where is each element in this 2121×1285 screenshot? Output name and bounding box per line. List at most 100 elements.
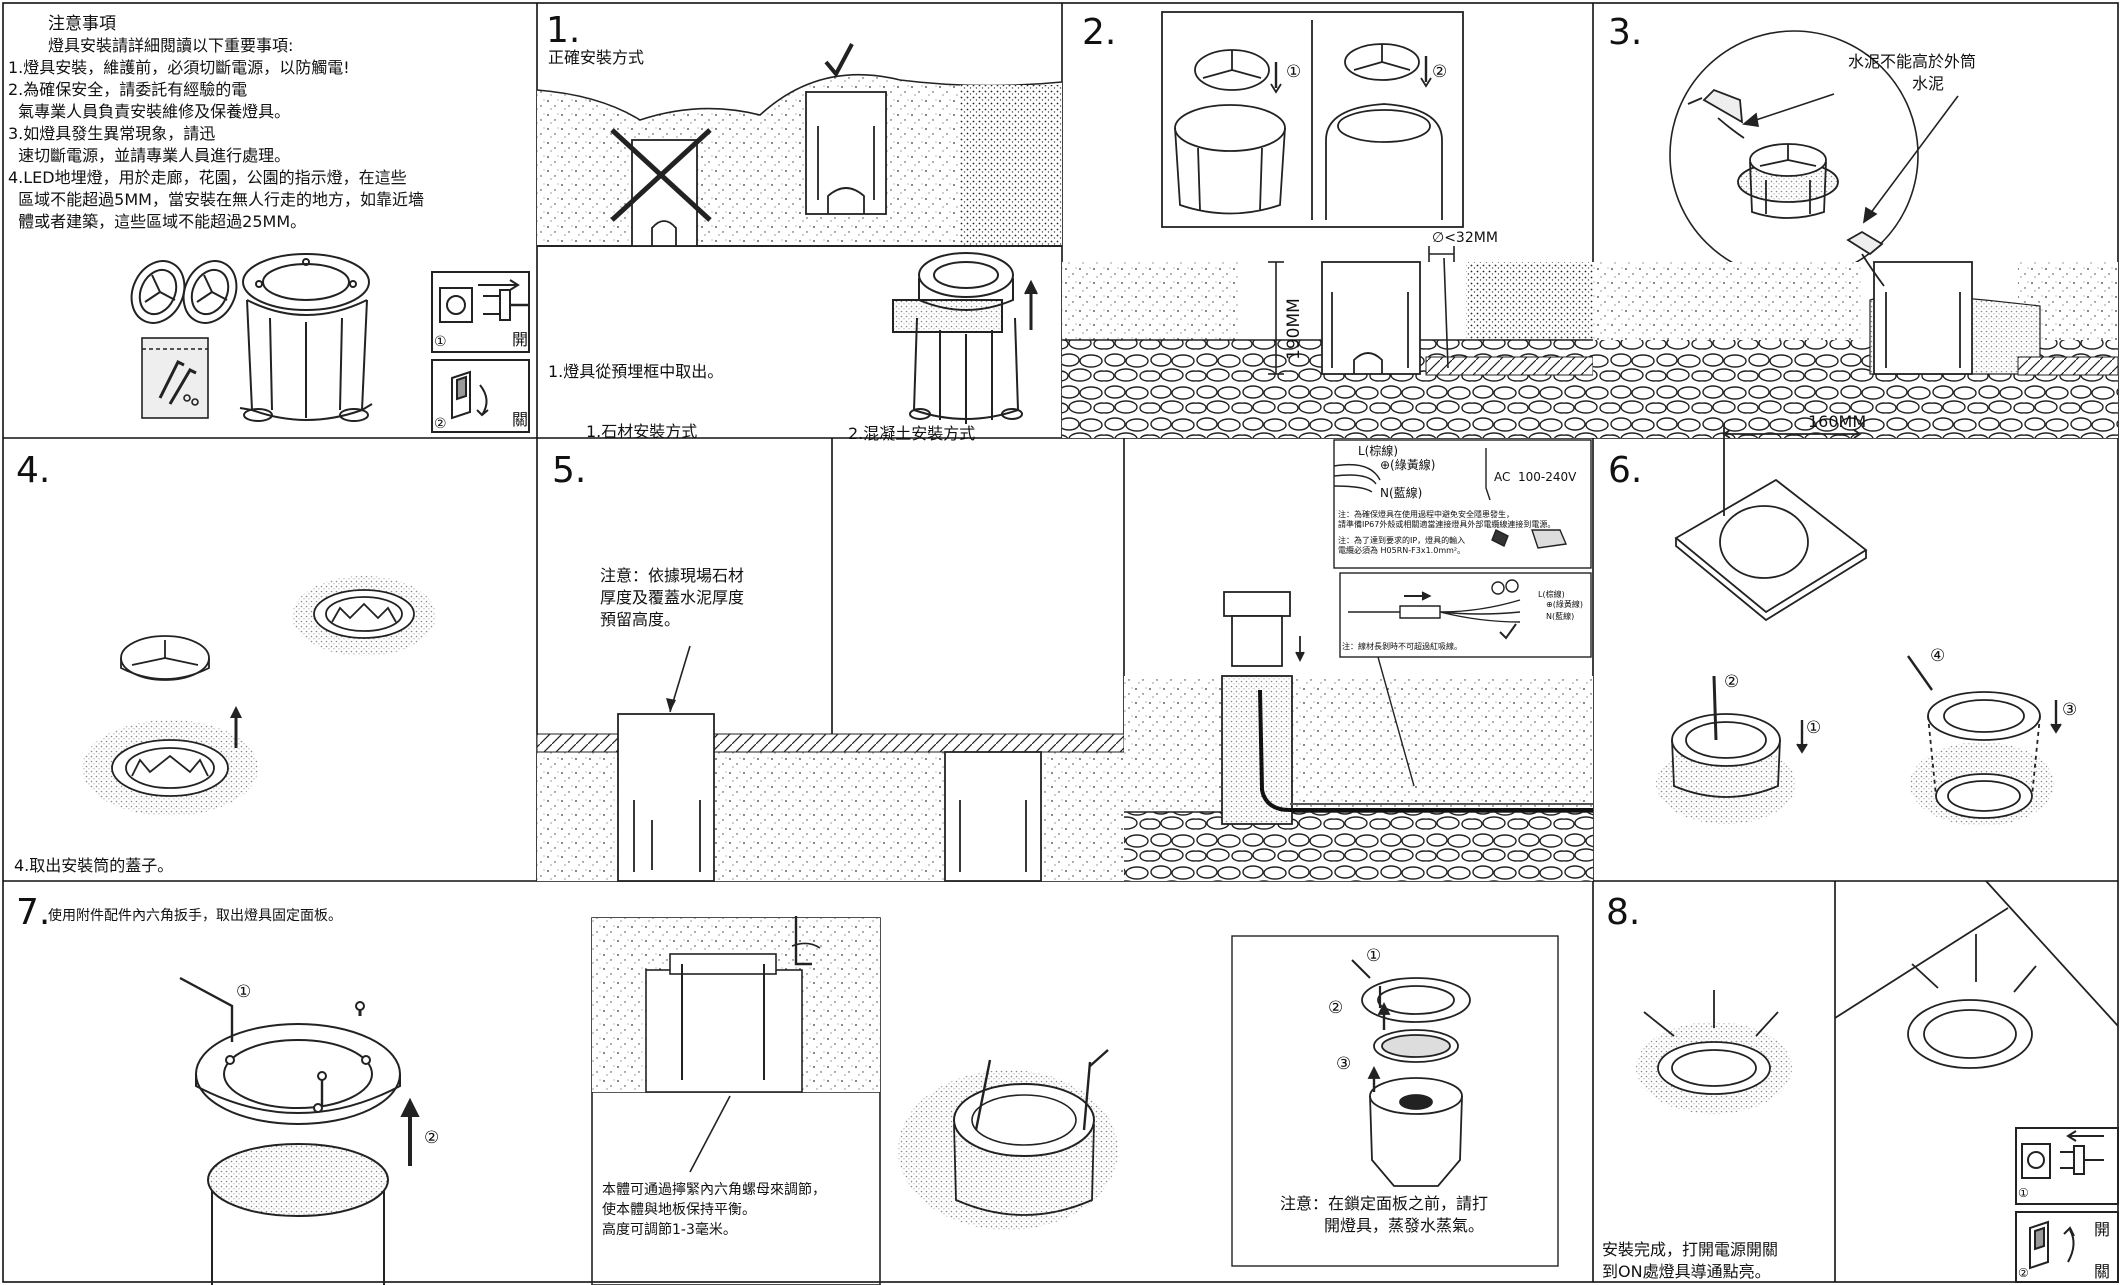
wire-small-PE: ⊕(綠黃線) bbox=[1546, 600, 1583, 609]
wire-note1-a: 注：為確保燈具在使用過程中避免安全隱患發生， bbox=[1338, 510, 1514, 519]
step7-circle-2: ② bbox=[424, 1128, 440, 1148]
step4-panel bbox=[82, 576, 436, 816]
step7-panel bbox=[179, 916, 1559, 1285]
adjust-inset bbox=[591, 916, 1118, 1285]
notes-circle-2: ② bbox=[434, 416, 447, 432]
notes-switch-off: 關 bbox=[512, 410, 529, 429]
notes-panel bbox=[130, 253, 530, 433]
step3-callout-2: 水泥 bbox=[1912, 74, 1945, 93]
step6-circle-4: ④ bbox=[1930, 646, 1946, 666]
right-install-illustration bbox=[805, 43, 887, 215]
step7-right-circle-1: ① bbox=[1366, 946, 1382, 966]
notes-switch-on: 開 bbox=[512, 330, 529, 349]
step2-panel bbox=[1062, 11, 1594, 438]
notes-line: 速切斷電源，並請專業人員進行處理。 bbox=[8, 146, 291, 165]
housing-top-open bbox=[111, 589, 415, 797]
step5-note-2: 厚度及覆蓋水泥厚度 bbox=[600, 588, 745, 607]
assembly-inset bbox=[1231, 935, 1559, 1267]
wire-note2-a: 注：為了達到要求的IP，燈具的輸入 bbox=[1338, 536, 1466, 545]
cover-lifted bbox=[120, 635, 210, 681]
step8-circle-1: ① bbox=[2018, 1186, 2029, 1200]
unplug-icon bbox=[431, 271, 530, 353]
step8-switch-off: 關 bbox=[2094, 1262, 2111, 1281]
step7-adjust-2: 使本體與地板保持平衡。 bbox=[602, 1202, 756, 1218]
step5-panel bbox=[536, 645, 1125, 882]
wire-small-N: N(藍線) bbox=[1546, 612, 1575, 621]
wire-PE: ⊕(綠黃線) bbox=[1380, 458, 1436, 472]
wrong-install-illustration bbox=[610, 128, 712, 247]
step1-panel bbox=[536, 43, 1063, 424]
notes-line: 4.LED地埋燈，用於走廊，花園，公園的指示燈，在這些 bbox=[8, 168, 407, 187]
step5-right-label: 2.混凝土安裝方式 bbox=[848, 424, 976, 443]
notes-line: 氣專業人員負責安裝維修及保養燈具。 bbox=[8, 102, 291, 121]
accessory-bag-illustration bbox=[141, 337, 209, 419]
step7-note-1: 注意：在鎖定面板之前，請打 bbox=[1280, 1194, 1489, 1213]
concrete-install-housing bbox=[944, 751, 1042, 882]
cap-removal-inset bbox=[1161, 11, 1464, 228]
wire-ac: AC 100-240V bbox=[1494, 470, 1577, 484]
cement-pour-illustration bbox=[1687, 88, 1839, 219]
wire-L: L(棕線) bbox=[1358, 444, 1399, 458]
wire-N: N(藍線) bbox=[1380, 486, 1423, 500]
notes-line: 3.如燈具發生異常現象，請迅 bbox=[8, 124, 216, 143]
step8-panel bbox=[1636, 880, 2119, 1283]
step1-label: 正確安裝方式 bbox=[548, 48, 645, 67]
step2-diameter: ∅<32MM bbox=[1432, 230, 1498, 246]
notes-circle-1: ① bbox=[434, 334, 447, 350]
housing-illustration bbox=[239, 253, 373, 422]
wire-note2-b: 電纜必須為 H05RN-F3x1.0mm²。 bbox=[1338, 546, 1466, 555]
step8-number: 8. bbox=[1606, 892, 1641, 933]
step7-right-circle-3: ③ bbox=[1336, 1054, 1352, 1074]
step7-note-2: 開燈具，蒸發水蒸氣。 bbox=[1324, 1216, 1485, 1235]
wire-note3: 注：線材長剝時不可超過紅吸線。 bbox=[1342, 642, 1462, 651]
fixture-panel-remove bbox=[179, 976, 420, 1285]
step2-number: 2. bbox=[1082, 12, 1117, 53]
panel-install-right bbox=[1907, 655, 2062, 819]
step4-number: 4. bbox=[16, 450, 51, 491]
wiring-panel bbox=[1124, 439, 1593, 881]
panel-size-illustration bbox=[1674, 424, 1868, 622]
callout-arrows bbox=[1742, 93, 1959, 224]
step6-panel bbox=[1656, 424, 2062, 826]
step7-number: 7. bbox=[16, 892, 51, 933]
switch-icon bbox=[431, 359, 530, 433]
step5-left-label: 1.石材安裝方式 bbox=[586, 422, 698, 441]
step1-caption: 1.燈具從預埋框中取出。 bbox=[548, 362, 724, 381]
cover-caps-illustration bbox=[130, 260, 238, 324]
step6-dimension: 160MM bbox=[1808, 412, 1867, 431]
fixture-lift-illustration bbox=[892, 252, 1038, 424]
housing-in-ground bbox=[1321, 261, 1421, 375]
step7-adjust-1: 本體可通過擰緊內六角螺母來調節， bbox=[602, 1182, 826, 1198]
step7-circle-1: ① bbox=[236, 982, 252, 1002]
step8-circle-2: ② bbox=[2018, 1266, 2029, 1280]
step5-note-3: 預留高度。 bbox=[600, 610, 681, 629]
stone-install-housing bbox=[617, 713, 715, 882]
step2-circle-2: ② bbox=[1432, 62, 1448, 82]
fixture-with-cable bbox=[1221, 591, 1593, 825]
step6-number: 6. bbox=[1608, 450, 1643, 491]
step3-number: 3. bbox=[1608, 12, 1643, 53]
notes-line: 區域不能超過5MM，當安裝在無人行走的地方，如靠近墻 bbox=[8, 190, 424, 209]
step4-caption: 4.取出安裝筒的蓋子。 bbox=[14, 856, 174, 875]
step8-switch-on: 開 bbox=[2094, 1220, 2111, 1239]
notes-title: 注意事項 bbox=[48, 14, 116, 34]
wiring-inset bbox=[1333, 439, 1592, 787]
step8-caption-2: 到ON處燈具導通點亮。 bbox=[1602, 1262, 1771, 1281]
step7-title: 使用附件配件內六角扳手，取出燈具固定面板。 bbox=[48, 908, 342, 924]
step3-panel bbox=[1593, 30, 2119, 438]
housing-filled bbox=[1846, 230, 1973, 375]
step8-caption-1: 安裝完成，打開電源開關 bbox=[1602, 1240, 1779, 1259]
panel-install-left bbox=[1671, 675, 1808, 798]
step2-circle-1: ① bbox=[1286, 62, 1302, 82]
light-on-perspective bbox=[1834, 880, 2119, 1069]
plug-in-icon bbox=[2015, 1127, 2119, 1205]
notes-line: 2.為確保安全，請委託有經驗的電 bbox=[8, 80, 248, 99]
step7-right-circle-2: ② bbox=[1328, 998, 1344, 1018]
step6-circle-2: ② bbox=[1724, 672, 1740, 692]
step7-adjust-3: 高度可調節1-3毫米。 bbox=[602, 1222, 737, 1238]
step6-circle-3: ③ bbox=[2062, 700, 2078, 720]
wire-small-L: L(棕線) bbox=[1538, 590, 1565, 599]
wire-note1-b: 請準備IP67外殼或相關適當連接燈具外部電纜線連接到電源。 bbox=[1338, 520, 1556, 529]
step6-circle-1: ① bbox=[1806, 718, 1822, 738]
step3-callout-1: 水泥不能高於外筒 bbox=[1848, 52, 1977, 71]
